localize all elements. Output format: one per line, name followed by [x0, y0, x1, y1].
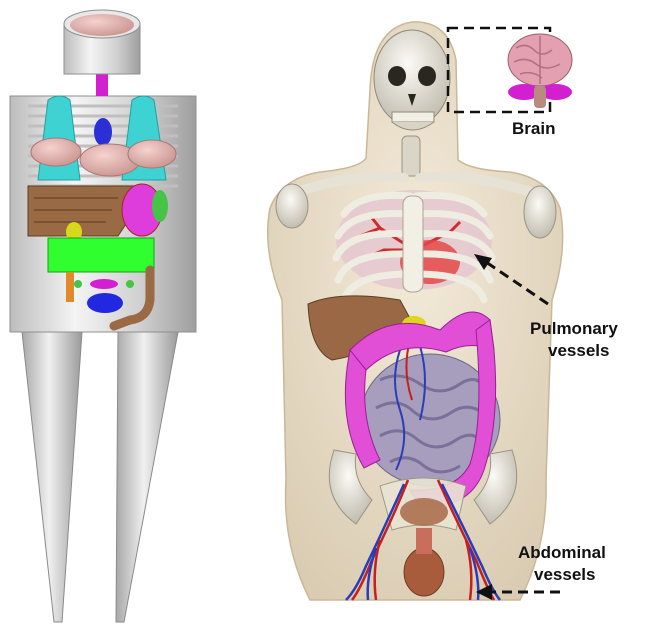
abdominal-label-line1: Abdominal — [518, 543, 606, 562]
brain-inset — [448, 28, 572, 112]
right-leg-cone — [116, 332, 178, 622]
sternum — [403, 196, 423, 292]
right-humerus-head — [524, 186, 556, 238]
prostate — [404, 548, 444, 596]
organ-left — [31, 138, 81, 166]
small-intestine-block — [48, 238, 154, 272]
brain-label: Brain — [512, 119, 555, 138]
cervical-spine — [402, 136, 420, 176]
voxel-phantom — [268, 22, 572, 600]
abdominal-label-line2: vessels — [534, 565, 595, 584]
pulmonary-label-line2: vessels — [548, 341, 609, 360]
bladder — [400, 498, 448, 526]
brain-icon — [508, 34, 572, 108]
colon-descending — [66, 272, 74, 302]
bladder — [87, 293, 123, 313]
head-cylinder — [64, 10, 140, 74]
mathematical-phantom — [10, 10, 196, 622]
organ-right — [128, 140, 176, 168]
neck — [96, 72, 108, 96]
spleen — [152, 190, 168, 222]
left-humerus-head — [276, 184, 308, 228]
left-leg-cone — [22, 332, 82, 622]
pulmonary-label-line1: Pulmonary — [530, 319, 618, 338]
bladder-upper — [90, 279, 118, 289]
spine-segment — [94, 118, 112, 146]
